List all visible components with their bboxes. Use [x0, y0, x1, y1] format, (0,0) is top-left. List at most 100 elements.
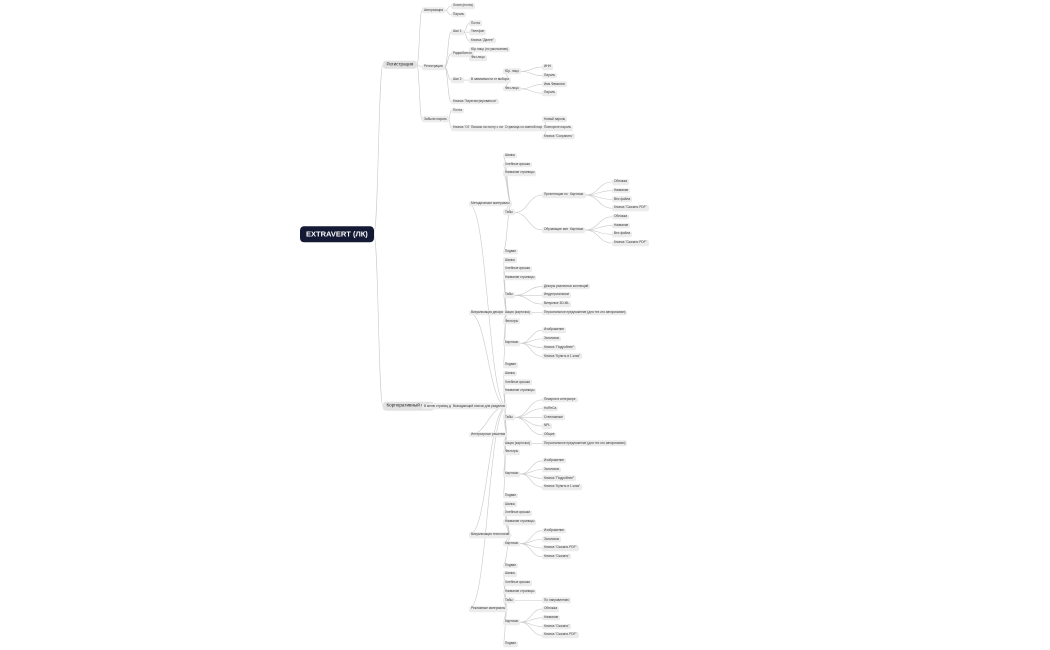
mindmap-node-изображение[interactable]: Изображение [542, 458, 567, 464]
mindmap-node-презентации-по-продуктам[interactable]: Презентации по продуктам [542, 192, 587, 198]
mindmap-node-обложка[interactable]: Обложка [612, 214, 630, 220]
mindmap-node-шапка[interactable]: Шапка [503, 153, 517, 159]
mindmap-node-телефон[interactable]: Телефон [469, 29, 487, 35]
mindmap-node-кнопка-купить-в-1-клик[interactable]: Кнопка "Купить в 1 клик" [542, 353, 583, 360]
mindmap-node-интерьерные-решения[interactable]: Интерьерные решения [469, 431, 508, 438]
mindmap-node-название-страницы[interactable]: Название страницы [503, 588, 537, 595]
mindmap-node-рекламные-материалы[interactable]: Рекламные материалы [469, 606, 508, 612]
mindmap-node-декоры-различных-коллекций[interactable]: Декоры различных коллекций [542, 283, 591, 290]
mindmap-node-npl[interactable]: NPL [542, 423, 553, 429]
mindmap-node-кнопка-сохранить[interactable]: Кнопка "Сохранить" [542, 133, 576, 140]
mindmap-node-повторите-пароль[interactable]: Повторите пароль [542, 125, 574, 131]
mindmap-node-обучающие-материалы[interactable]: Обучающие материалы [542, 227, 582, 233]
mindmap-node-кнопка-скачать-pdf[interactable]: Кнопка "Скачать PDF" [542, 632, 579, 639]
mindmap-node-авторизация[interactable]: Авторизация [422, 7, 446, 14]
mindmap-node-название-страницы[interactable]: Название страницы [503, 275, 537, 281]
mindmap-node-корпоративный-сайт[interactable]: Корпоративный сайт [383, 402, 435, 411]
mindmap-node-забыли-пароль[interactable]: Забыли пароль [422, 116, 449, 123]
mindmap-node-логин-почта[interactable]: Логин (почта) [451, 3, 475, 9]
mindmap-node-индустриальные[interactable]: Индустриальные [542, 292, 572, 299]
mindmap-node-заголовок[interactable]: Заголовок [542, 336, 561, 342]
mindmap-node-карточки[interactable]: Карточки [568, 192, 586, 198]
mindmap-node-имя-фамилия[interactable]: Имя Фамилия [542, 81, 567, 88]
mindmap-node-юр-лицо-по-умолчанию[interactable]: Юр.лицо (по умолчанию) [469, 46, 511, 53]
mindmap-node-название-страницы[interactable]: Название страницы [503, 519, 537, 525]
mindmap-node-название-страницы[interactable]: Название страницы [503, 170, 537, 177]
mindmap-node-хлебные-крошки[interactable]: Хлебные крошки [503, 161, 532, 168]
mindmap-node-подвал[interactable]: Подвал [503, 362, 519, 368]
mindmap-node-выпадающий-список-для-разделов[interactable]: Выпадающий список для разделов [451, 403, 507, 410]
mindmap-node-кнопка-скачать-pdf[interactable]: Кнопка "Скачать PDF" [542, 545, 579, 551]
mindmap-node-инн[interactable]: ИНН [542, 64, 553, 70]
mindmap-node-страница-со-сменой-пароля[interactable]: Страница со сменой пароля [503, 125, 549, 131]
mindmap-node-табы[interactable]: Табы [503, 414, 515, 421]
mindmap-node-заголовок[interactable]: Заголовок [542, 536, 561, 543]
mindmap-node-подвал[interactable]: Подвал [503, 248, 519, 255]
mindmap-node-почта[interactable]: Почта [469, 20, 482, 27]
mindmap-node-акция-карточка[interactable]: Акция (карточка) [503, 309, 532, 316]
mindmap-node-персональное-предложение-для-тех-кто-авт[interactable]: Персональное предложение (для тех кто ав… [542, 309, 628, 316]
mindmap-node-кнопка-зарегистрироваться[interactable]: Кнопка "Зарегистрироваться" [451, 99, 499, 105]
mindmap-node-по-направлению[interactable]: По направлению [542, 597, 571, 604]
mindmap-node-физ-лицо[interactable]: Физ.лицо [469, 55, 487, 62]
mindmap-node-пароль[interactable]: Пароль [542, 72, 558, 79]
mindmap-node-вес-файла[interactable]: Вес файла [612, 231, 633, 238]
mindmap-node-обложка[interactable]: Обложка [612, 179, 630, 185]
mindmap-node-вес-файла[interactable]: Вес файла [612, 196, 633, 203]
mindmap-node-пароль[interactable]: Пароль [542, 90, 558, 96]
mindmap-node-кнопка-скачать-pdf[interactable]: Кнопка "Скачать PDF" [612, 240, 649, 246]
mindmap-node-стеллажные[interactable]: Стеллажные [542, 414, 565, 421]
mindmap-node-заголовок[interactable]: Заголовок [542, 466, 561, 473]
mindmap-root-node[interactable]: EXTRAVERT (ЛК) [300, 226, 374, 242]
mindmap-node-хлебные-крошки[interactable]: Хлебные крошки [503, 266, 532, 272]
mindmap-node-кнопка-подробнее[interactable]: Кнопка "Подробнее" [542, 475, 577, 482]
mindmap-node-радиобаттон[interactable]: Радиобаттон [451, 51, 475, 57]
mindmap-node-карточки[interactable]: Карточки [503, 340, 521, 347]
mindmap-node-общие[interactable]: Общие [542, 431, 557, 438]
mindmap-node-регистрация[interactable]: Регистрация [422, 64, 445, 70]
mindmap-node-табы[interactable]: Табы [503, 292, 515, 299]
mindmap-node-название-страницы[interactable]: Название страницы [503, 388, 537, 394]
mindmap-node-в-зависимости-от-выбора[interactable]: В зависимости от выбора [469, 77, 511, 83]
mindmap-node-кнопка-далее[interactable]: Кнопка "Далее" [469, 38, 496, 44]
mindmap-node-персональное-предложение-для-тех-кто-авт[interactable]: Персональное предложение (для тех кто ав… [542, 440, 628, 447]
mindmap-node-кнопка-купить-в-1-клик[interactable]: Кнопка "Купить в 1 клик" [542, 484, 583, 490]
mindmap-node-регистрация[interactable]: Регистрация [383, 60, 417, 70]
mindmap-node-название[interactable]: Название [612, 187, 631, 194]
mindmap-node-карточки[interactable]: Карточки [503, 471, 521, 477]
mindmap-node-методические-материалы[interactable]: Методические материалы [469, 200, 512, 207]
mindmap-node-шаг-1[interactable]: Шаг 1 [451, 29, 464, 35]
mindmap-node-физ-лицо[interactable]: Физ.лицо [503, 86, 521, 92]
mindmap-node-шапка[interactable]: Шапка [503, 370, 517, 377]
mindmap-node-карточки[interactable]: Карточки [503, 540, 521, 547]
mindmap-node-фильтры[interactable]: Фильтры [503, 318, 520, 325]
mindmap-node-акция-карточка[interactable]: Акция (карточка) [503, 440, 532, 447]
mindmap-node-новый-пароль[interactable]: Новый пароль [542, 116, 568, 123]
mindmap-node-подвал[interactable]: Подвал [503, 562, 519, 569]
mindmap-node-фильтры[interactable]: Фильтры [503, 449, 520, 455]
mindmap-node-изображение[interactable]: Изображение [542, 327, 567, 333]
mindmap-node-табы[interactable]: Табы [503, 209, 515, 216]
mindmap-node-випуклые-3d-ml[interactable]: Випуклые 3D-ML [542, 301, 572, 307]
mindmap-node-название[interactable]: Название [542, 615, 561, 621]
mindmap-node-табы[interactable]: Табы [503, 597, 515, 604]
mindmap-node-кнопка-подробнее[interactable]: Кнопка "Подробнее" [542, 344, 577, 351]
mindmap-node-хлебные-крошки[interactable]: Хлебные крошки [503, 510, 532, 516]
mindmap-node-шапка[interactable]: Шапка [503, 257, 517, 264]
mindmap-node-карточки[interactable]: Карточки [568, 227, 586, 233]
mindmap-node-кнопка-скачать[interactable]: Кнопка "Скачать" [542, 623, 572, 630]
mindmap-node-пекарни-в-интерьере[interactable]: Пекарни в интерьере [542, 397, 578, 403]
mindmap-node-изображение[interactable]: Изображение [542, 527, 567, 534]
mindmap-node-карточки[interactable]: Карточки [503, 619, 521, 625]
mindmap-node-хлебные-крошки[interactable]: Хлебные крошки [503, 580, 532, 586]
mindmap-node-пароль[interactable]: Пароль [451, 11, 467, 18]
mindmap-node-подвал[interactable]: Подвал [503, 641, 519, 647]
mindmap-node-визуализация-технологий[interactable]: Визуализация технологий [469, 532, 512, 538]
mindmap-node-кнопка-скачать[interactable]: Кнопка "Скачать" [542, 554, 572, 560]
mindmap-node-обложка[interactable]: Обложка [542, 606, 560, 612]
mindmap-node-шаг-2[interactable]: Шаг 2 [451, 77, 464, 83]
mindmap-node-хлебные-крошки[interactable]: Хлебные крошки [503, 379, 532, 386]
mindmap-node-horeca[interactable]: HoReCa [542, 405, 559, 412]
mindmap-node-юр-лицо[interactable]: Юр. лицо [503, 68, 521, 75]
mindmap-node-шапка[interactable]: Шапка [503, 501, 517, 508]
